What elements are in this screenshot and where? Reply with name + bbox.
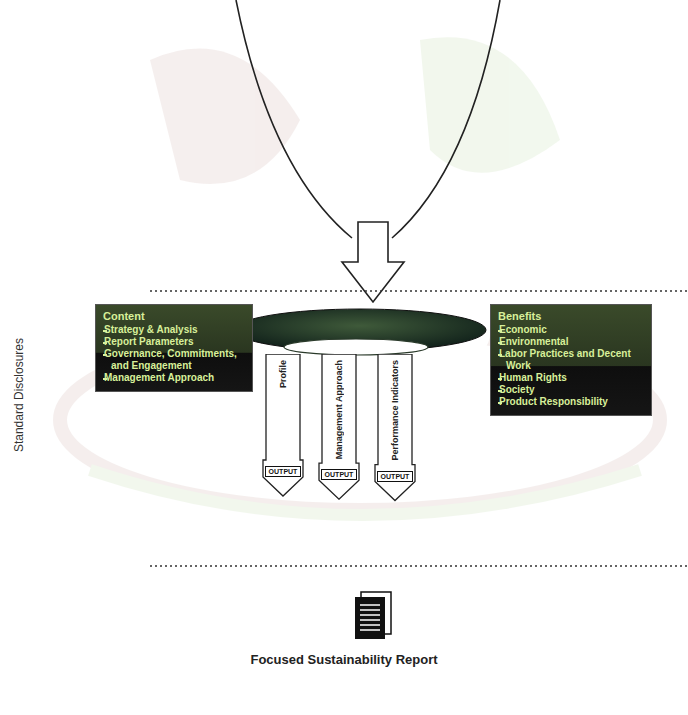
bullet-dash: [103, 354, 107, 356]
panel-heading: Benefits: [498, 310, 644, 322]
panel-heading: Content: [103, 310, 245, 322]
panel-item: Management Approach: [103, 372, 245, 384]
bullet-dash: [103, 330, 107, 332]
panel-item: Human Rights: [498, 372, 644, 384]
dotted-separator: [150, 290, 688, 292]
arrow-title: Management Approach: [334, 360, 345, 459]
side-label-holder: Standard Disclosures: [12, 300, 26, 490]
arrow-text-wrap: Management Approach: [318, 360, 360, 459]
watermark: [60, 37, 660, 515]
side-label: Standard Disclosures: [12, 338, 26, 452]
funnel-rim: [284, 339, 428, 355]
arrow-text-wrap: Profile: [262, 360, 304, 388]
dotted-separator: [150, 565, 688, 567]
panel-item: Economic: [498, 324, 644, 336]
report-caption: Focused Sustainability Report: [0, 652, 688, 667]
flow-curve: [392, 0, 500, 238]
bullet-dash: [498, 342, 502, 344]
bullet-dash: [498, 378, 502, 380]
output-arrow: Performance IndicatorsOUTPUT: [374, 354, 416, 502]
category-panel: ContentStrategy & AnalysisReport Paramet…: [95, 304, 253, 392]
bullet-dash: [498, 402, 502, 404]
bullet-dash: [498, 390, 502, 392]
panel-item: Environmental: [498, 336, 644, 348]
bullet-dash: [498, 330, 502, 332]
panel-item: Report Parameters: [103, 336, 245, 348]
panel-item: Governance, Commitments, and Engagement: [103, 348, 245, 372]
panel-item: Product Responsibility: [498, 396, 644, 408]
document-icon: [355, 592, 391, 639]
flow-curve: [236, 0, 352, 238]
bullet-dash: [103, 342, 107, 344]
bullet-dash: [103, 378, 107, 380]
arrow-text-wrap: Performance Indicators: [374, 360, 416, 461]
output-arrow: Management ApproachOUTPUT: [318, 354, 360, 500]
output-tag: OUTPUT: [321, 469, 357, 480]
category-panel: BenefitsEconomicEnvironmentalLabor Pract…: [490, 304, 652, 416]
output-tag: OUTPUT: [265, 466, 301, 477]
panel-item: Labor Practices and Decent Work: [498, 348, 644, 372]
arrow-title: Performance Indicators: [390, 360, 401, 461]
panel-item: Strategy & Analysis: [103, 324, 245, 336]
bullet-dash: [498, 354, 502, 356]
report-caption-holder: Focused Sustainability Report: [0, 652, 688, 667]
panel-item: Society: [498, 384, 644, 396]
arrow-title: Profile: [278, 360, 289, 388]
output-tag: OUTPUT: [377, 471, 413, 482]
hollow-arrow: [342, 222, 404, 302]
output-arrow: ProfileOUTPUT: [262, 354, 304, 497]
